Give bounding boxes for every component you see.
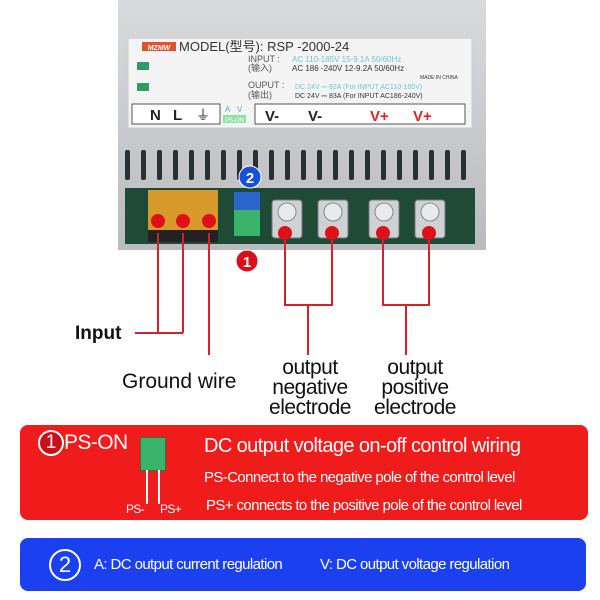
voltage-regulation-text: V: DC output voltage regulation — [320, 556, 510, 573]
svg-text:V-: V- — [308, 108, 322, 125]
svg-text:MODEL(型号): RSP -2000-24: MODEL(型号): RSP -2000-24 — [179, 39, 349, 54]
svg-text:INPUT :: INPUT : — [248, 54, 280, 64]
svg-text:OUPUT :: OUPUT : — [248, 80, 284, 90]
ps-on-line2: PS+ connects to the positive pole of the… — [206, 497, 522, 514]
svg-text:(输入): (输入) — [248, 62, 272, 73]
svg-text:V-: V- — [265, 108, 279, 125]
svg-text:V+: V+ — [370, 108, 389, 125]
svg-text:V+: V+ — [413, 108, 432, 125]
panel-number-2: 2 — [49, 549, 81, 581]
callout-ground: Ground wire — [122, 370, 237, 393]
svg-text:MADE IN CHINA: MADE IN CHINA — [420, 75, 458, 81]
power-supply-photo: MZMW MODEL(型号): RSP -2000-24 INPUT : (输入… — [118, 0, 486, 355]
ps-on-heading: DC output voltage on-off control wiring — [204, 435, 521, 457]
ps-on-title: PS-ON — [64, 431, 128, 454]
callout-positive: output positive electrode — [374, 356, 456, 419]
svg-text:2: 2 — [246, 170, 254, 187]
panel-number-1: 1 — [38, 430, 64, 456]
adjust-potentiometers — [234, 192, 260, 210]
svg-text:(输出): (输出) — [248, 89, 272, 100]
svg-text:AC 110-185V 15-9.1A 50/60H: AC 110-185V 15-9.1A 50/60Hz — [292, 55, 401, 64]
svg-text:PS-ON: PS-ON — [225, 118, 244, 124]
callout-lines — [135, 233, 430, 355]
svg-text:N: N — [150, 107, 161, 124]
terminal-dots — [151, 214, 436, 240]
svg-text:AC 186 -240V 12-9.2A 50/60: AC 186 -240V 12-9.2A 50/60Hz — [292, 64, 404, 73]
pin-plus-label: PS+ — [160, 502, 182, 516]
svg-text:1: 1 — [243, 254, 251, 271]
current-regulation-text: A: DC output current regulation — [94, 556, 283, 573]
svg-text:DC 24V ⎓ 83A (For INPUT AC186-: DC 24V ⎓ 83A (For INPUT AC186-240V) — [295, 93, 423, 100]
callout-negative: output negative electrode — [269, 356, 351, 419]
marker-2 — [238, 165, 262, 189]
ps-on-connector — [234, 210, 260, 236]
svg-text:V: V — [237, 105, 243, 114]
vent-slots — [125, 150, 466, 180]
ps-on-panel: 1 PS-ON PS- PS+ DC output voltage on-off… — [20, 425, 588, 520]
svg-text:A: A — [225, 105, 231, 114]
connector-icon — [140, 437, 166, 471]
marker-1 — [235, 249, 259, 273]
svg-text:L: L — [173, 107, 182, 124]
svg-text:MZMW: MZMW — [148, 45, 172, 52]
pin-minus-label: PS- — [126, 502, 145, 516]
brand-logo — [142, 42, 176, 51]
ps-on-line1: PS-Connect to the negative pole of the c… — [204, 469, 515, 486]
regulation-panel: 2 A: DC output current regulation V: DC … — [20, 538, 586, 591]
svg-text:⏚: ⏚ — [196, 107, 210, 123]
callout-input: Input — [75, 323, 122, 344]
svg-text:DC 24V ⎓ 82A (For INPUT AC110-: DC 24V ⎓ 82A (For INPUT AC110-185V) — [295, 84, 422, 91]
